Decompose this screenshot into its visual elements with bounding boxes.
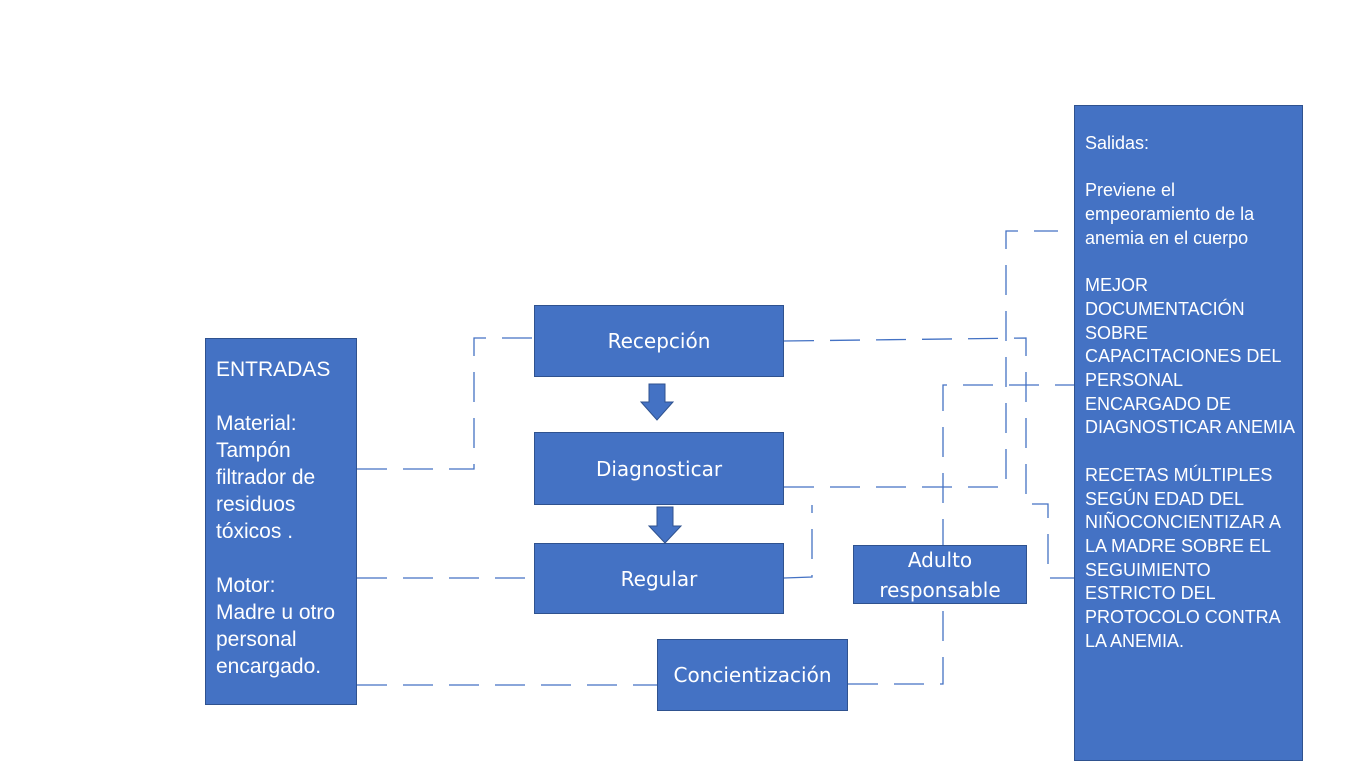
inputs-box: ENTRADAS Material: Tampón filtrador de r…	[205, 338, 357, 705]
reception-label: Recepción	[607, 329, 711, 353]
flow-arrows	[639, 383, 683, 544]
regulate-box: Regular	[534, 543, 784, 614]
awareness-box: Concientización	[657, 639, 848, 711]
connector-awareness-outputs	[848, 384, 1074, 685]
reception-box: Recepción	[534, 305, 784, 377]
responsible-adult-label: Adulto responsable	[879, 547, 1001, 602]
connector-inputs-reception	[357, 337, 534, 470]
connector-regulate-up	[783, 505, 813, 579]
awareness-label: Concientización	[673, 663, 832, 687]
arrow-down-icon	[639, 383, 675, 421]
responsible-adult-box: Adulto responsable	[853, 545, 1027, 604]
diagnose-box: Diagnosticar	[534, 432, 784, 505]
outputs-box: Salidas: Previene el empeoramiento de la…	[1074, 105, 1303, 761]
dashed-connectors	[357, 230, 1074, 686]
arrow-down-icon	[647, 506, 683, 544]
connector-diagnose-outputs	[784, 230, 1058, 488]
regulate-label: Regular	[620, 566, 698, 591]
connector-reception-outputs	[783, 337, 1074, 579]
diagnose-label: Diagnosticar	[595, 456, 723, 481]
